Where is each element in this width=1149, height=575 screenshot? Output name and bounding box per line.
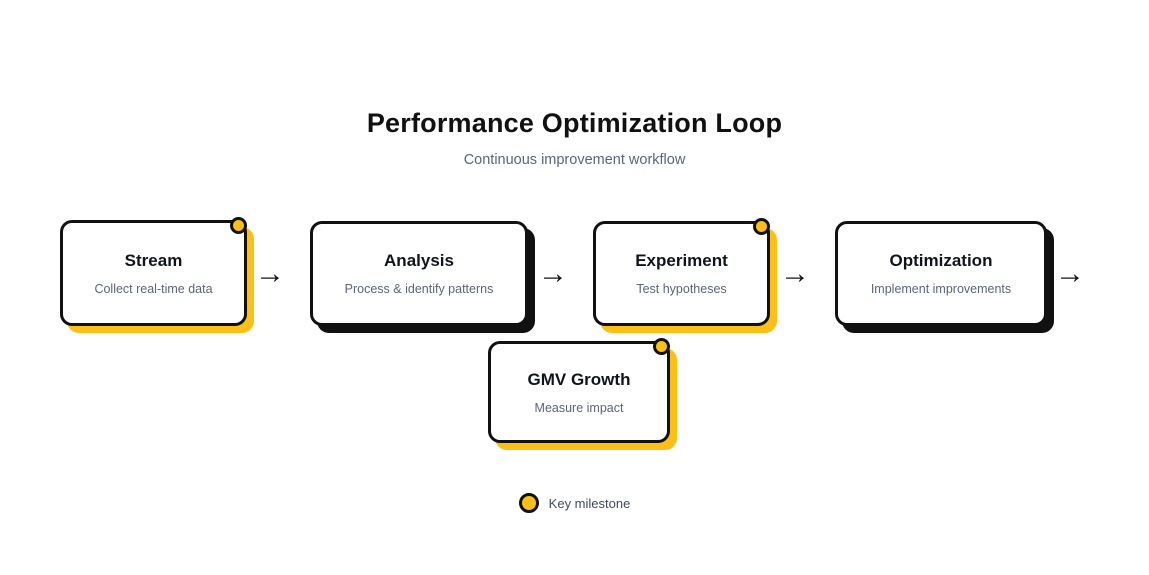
flow-arrow-icon: → [255, 257, 285, 290]
flow-step-analysis: Analysis Process & identify patterns [310, 221, 528, 326]
step-label: GMV Growth [527, 369, 631, 389]
flow-step-optimization: Optimization Implement improvements [835, 221, 1047, 326]
flow-step-stream: Stream Collect real-time data [60, 217, 247, 326]
legend-label: Key milestone [548, 495, 631, 511]
legend-milestone-icon [518, 493, 539, 513]
step-label: Stream [124, 250, 183, 270]
step-label: Optimization [889, 251, 993, 270]
step-description: Process & identify patterns [344, 282, 494, 296]
legend: Key milestone [0, 493, 1149, 513]
flow-arrow-icon: → [1055, 257, 1085, 290]
page-subtitle: Continuous improvement workflow [463, 152, 686, 168]
flow-step-gmv-growth: GMV Growth Measure impact [488, 338, 670, 443]
step-description: Measure impact [534, 400, 624, 415]
step-label: Experiment [635, 251, 728, 270]
step-description: Collect real-time data [94, 281, 213, 296]
flow-arrow-icon: → [538, 257, 568, 290]
milestone-icon [753, 218, 770, 235]
page-title: Performance Optimization Loop [366, 108, 783, 138]
milestone-icon [653, 338, 670, 355]
flow-step-experiment: Experiment Test hypotheses [593, 218, 770, 326]
step-description: Test hypotheses [636, 282, 727, 296]
step-label: Analysis [384, 251, 454, 270]
milestone-icon [230, 217, 247, 234]
diagram-header: Performance Optimization Loop Continuous… [0, 108, 1149, 168]
step-description: Implement improvements [870, 282, 1012, 296]
flow-arrow-icon: → [780, 257, 810, 290]
